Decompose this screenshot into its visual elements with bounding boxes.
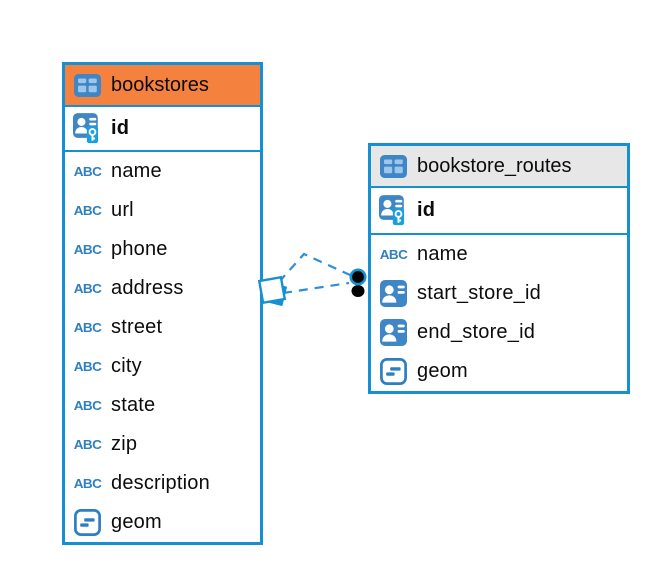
column-name: name [417, 243, 468, 265]
primary-key-icon [379, 194, 408, 227]
column-name: name [111, 160, 162, 182]
text-type-icon: ABC [73, 164, 102, 179]
text-type-icon: ABC [73, 242, 102, 257]
text-type-icon: ABC [73, 203, 102, 218]
geometry-type-icon [73, 509, 102, 536]
column-name: description [111, 472, 210, 494]
column-name: phone [111, 238, 168, 260]
column-name: id [417, 199, 436, 221]
column-row-city[interactable]: ABC city [65, 347, 260, 386]
column-row-street[interactable]: ABC street [65, 308, 260, 347]
column-row-address[interactable]: ABC address [65, 269, 260, 308]
column-row-state[interactable]: ABC state [65, 386, 260, 425]
column-name: geom [417, 360, 468, 382]
column-row-geom[interactable]: geom [65, 503, 260, 542]
dot-endpoint-icon[interactable] [349, 268, 367, 297]
table-title: bookstore_routes [417, 154, 572, 177]
text-type-icon: ABC [73, 398, 102, 413]
column-name: zip [111, 433, 138, 455]
column-row-name[interactable]: ABC name [371, 235, 627, 274]
column-row-id[interactable]: id [65, 107, 260, 150]
text-type-icon: ABC [73, 281, 102, 296]
foreign-key-icon [379, 280, 408, 307]
column-name: url [111, 199, 134, 221]
text-type-icon: ABC [73, 437, 102, 452]
primary-key-section: id [65, 107, 260, 152]
connector-line[interactable] [278, 252, 351, 283]
geometry-type-icon [379, 358, 408, 385]
column-name: state [111, 394, 156, 416]
column-row-zip[interactable]: ABC zip [65, 425, 260, 464]
diamond-endpoint-icon[interactable] [257, 275, 288, 307]
primary-key-section: id [371, 188, 627, 235]
column-row-geom[interactable]: geom [371, 352, 627, 391]
column-row-description[interactable]: ABC description [65, 464, 260, 503]
foreign-key-icon [379, 319, 408, 346]
table-grid-icon [379, 154, 408, 178]
column-name: id [111, 117, 130, 139]
column-row-name[interactable]: ABC name [65, 152, 260, 191]
column-row-end_store_id[interactable]: end_store_id [371, 313, 627, 352]
column-name: address [111, 277, 184, 299]
column-row-url[interactable]: ABC url [65, 191, 260, 230]
connector-line[interactable] [282, 281, 350, 295]
primary-key-icon [73, 112, 102, 145]
column-name: start_store_id [417, 282, 541, 304]
text-type-icon: ABC [73, 359, 102, 374]
table-header[interactable]: bookstore_routes [371, 146, 627, 188]
table-title: bookstores [111, 73, 209, 96]
column-row-start_store_id[interactable]: start_store_id [371, 274, 627, 313]
column-row-phone[interactable]: ABC phone [65, 230, 260, 269]
text-type-icon: ABC [73, 320, 102, 335]
column-name: geom [111, 511, 162, 533]
column-name: end_store_id [417, 321, 536, 343]
table-header[interactable]: bookstores [65, 65, 260, 107]
table-grid-icon [73, 73, 102, 97]
column-name: street [111, 316, 163, 338]
text-type-icon: ABC [73, 476, 102, 491]
text-type-icon: ABC [379, 247, 408, 262]
column-row-id[interactable]: id [371, 188, 627, 233]
column-name: city [111, 355, 142, 377]
table-bookstore-routes[interactable]: bookstore_routes id ABC name start_store_i… [368, 143, 630, 394]
